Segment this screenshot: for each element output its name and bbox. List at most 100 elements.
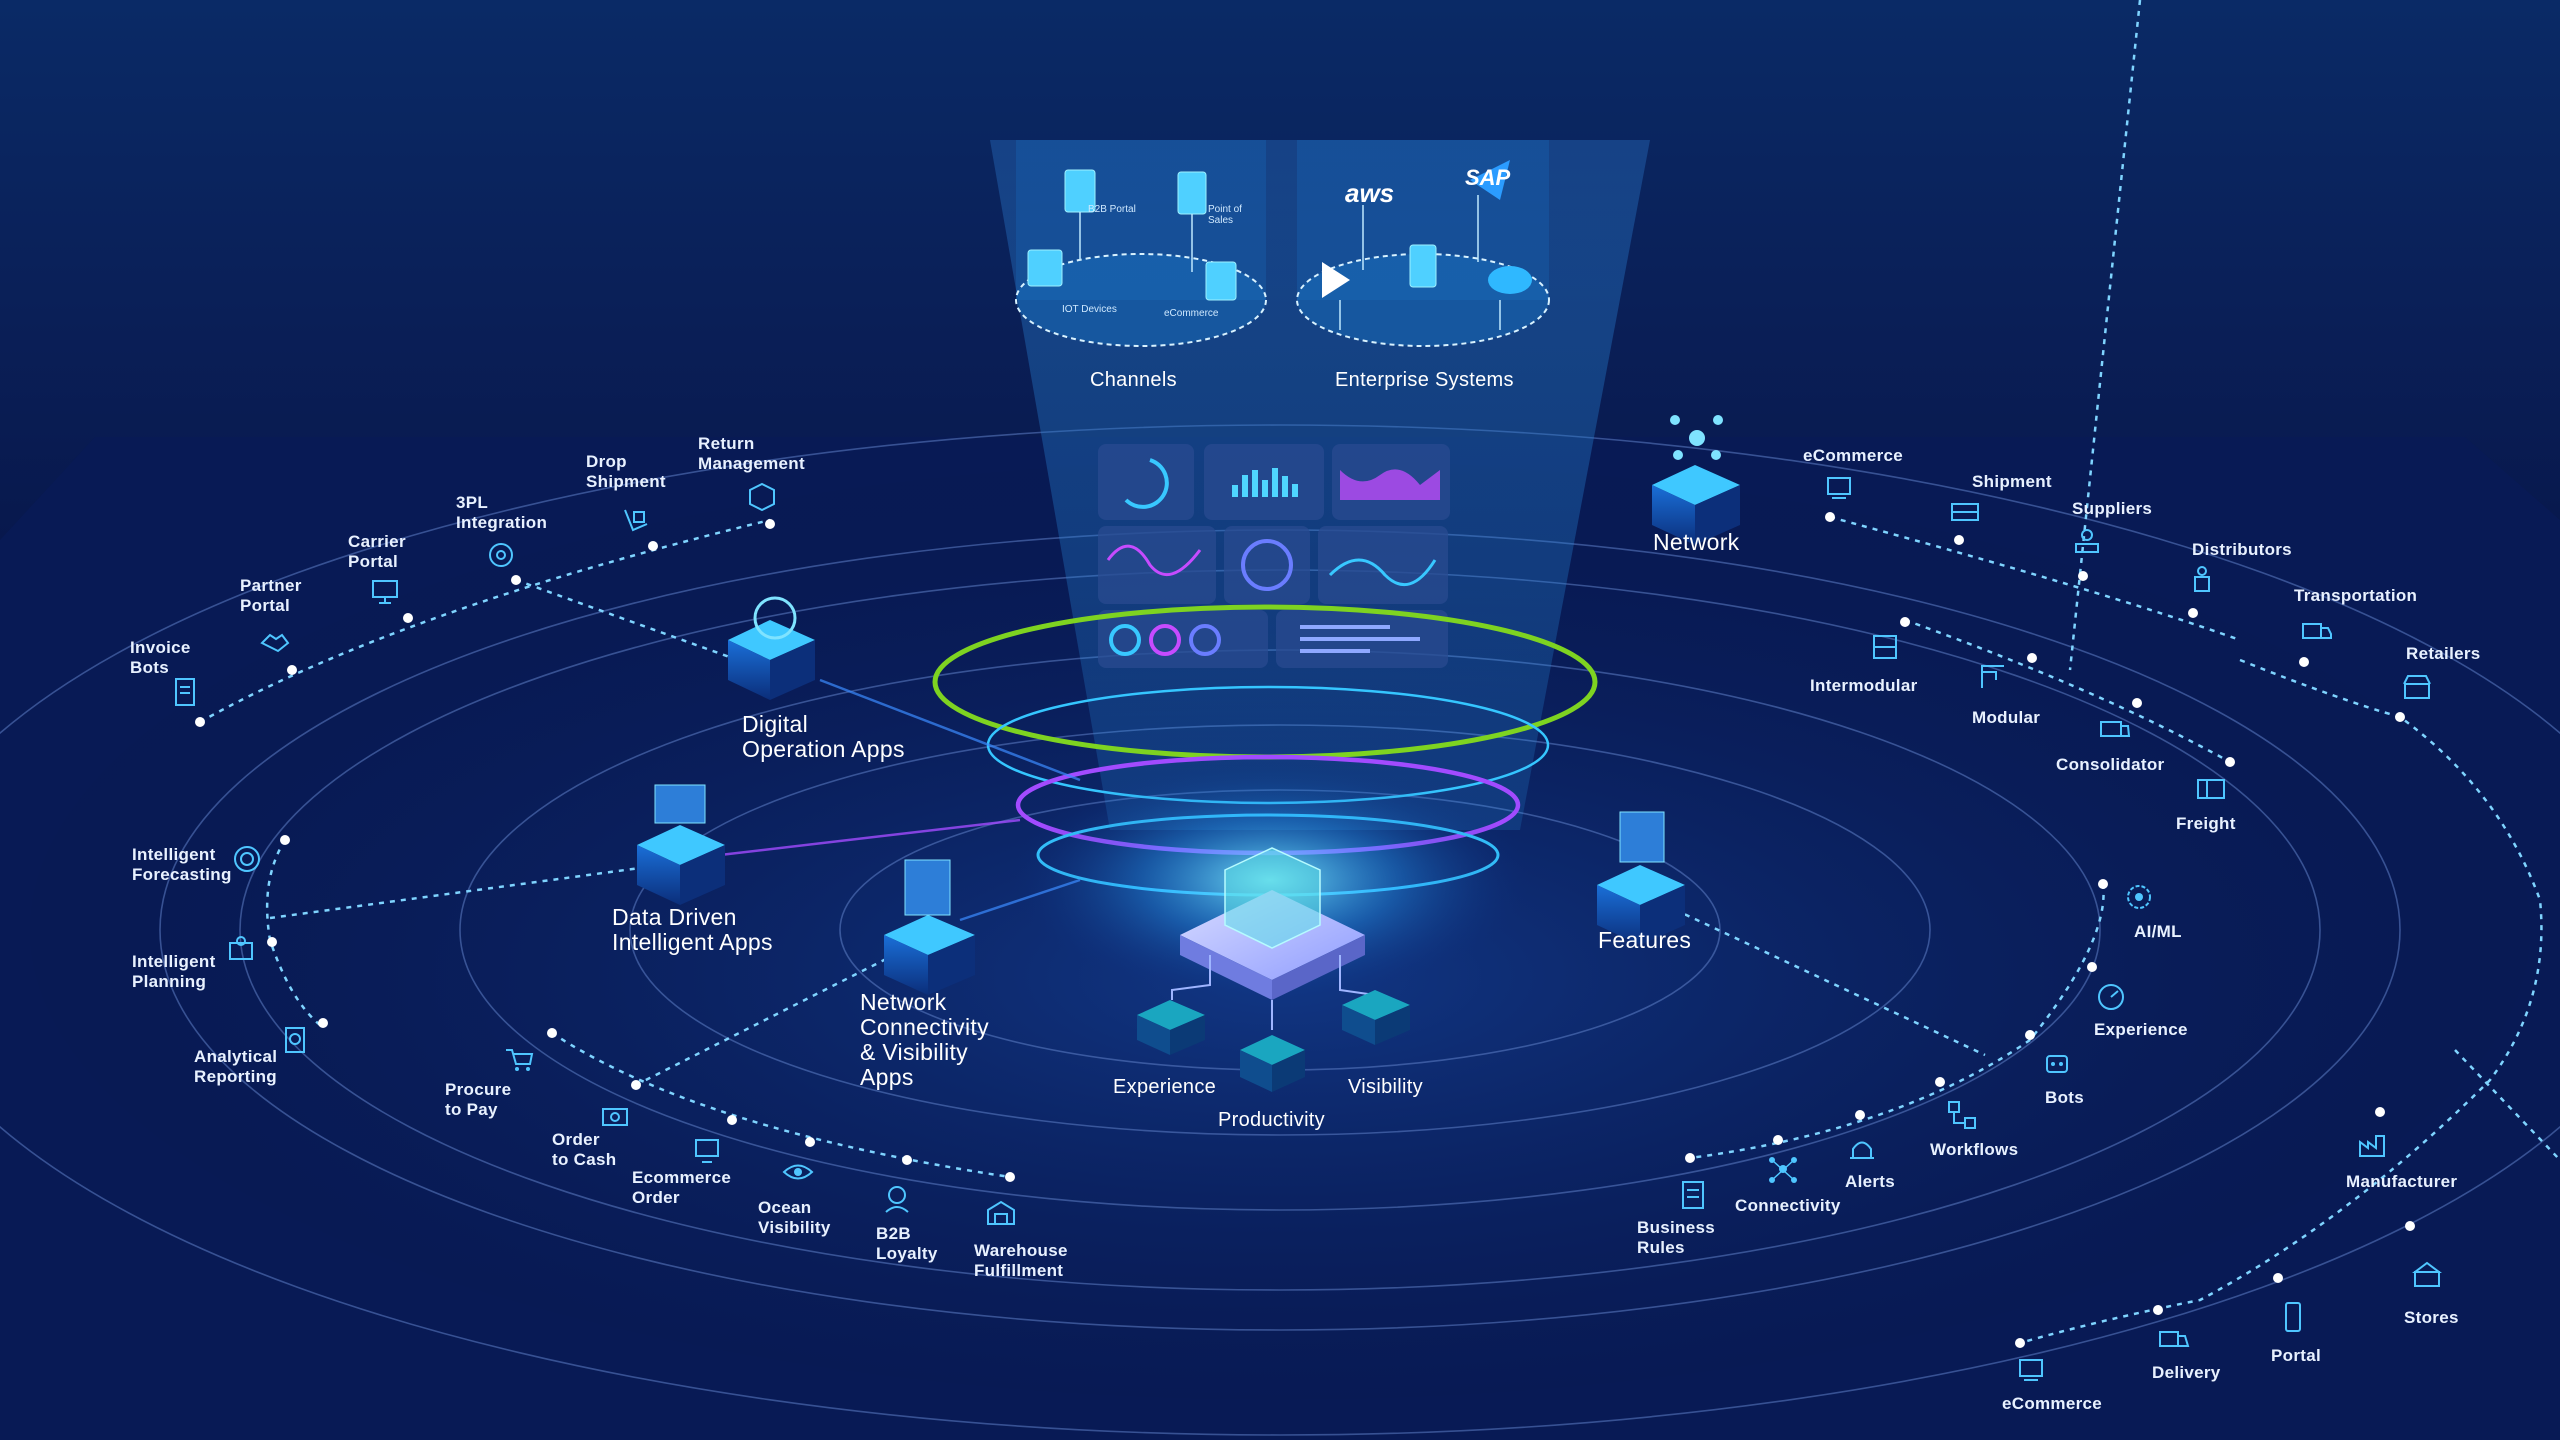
label-bots: Bots xyxy=(2045,1088,2084,1107)
sap-logo: SAP xyxy=(1465,165,1511,190)
label-retailers: Retailers xyxy=(2406,644,2481,663)
label-order-to-cash: Order to Cash xyxy=(552,1130,617,1169)
channels-label: Channels xyxy=(1090,369,1177,391)
label-analytical-reporting: Analytical Reporting xyxy=(194,1047,278,1086)
hub-label-network: Network xyxy=(1653,529,1740,555)
channels-platform xyxy=(1015,140,1267,347)
handshake-icon xyxy=(260,633,290,653)
forecast-icon xyxy=(234,846,260,872)
label-delivery: Delivery xyxy=(2152,1363,2221,1382)
label-carrier-portal: Carrier Portal xyxy=(348,532,406,571)
report-icon xyxy=(285,1027,305,1053)
connectivity-icon xyxy=(1769,1157,1797,1183)
monitor-icon xyxy=(372,580,398,604)
factory-icon xyxy=(2359,1135,2385,1157)
distributors-icon xyxy=(2194,566,2210,592)
label-business-rules: Business Rules xyxy=(1637,1218,1715,1257)
label-freight: Freight xyxy=(2176,814,2236,833)
label-workflows: Workflows xyxy=(1930,1140,2019,1159)
channel-item-ecommerce: eCommerce xyxy=(1164,308,1219,319)
hub-box-network xyxy=(1652,415,1740,545)
label-feature-experience: Experience xyxy=(2094,1020,2188,1039)
planning-icon xyxy=(229,936,253,960)
path-nodes xyxy=(195,512,2415,1348)
label-modular: Modular xyxy=(1972,708,2041,727)
label-drop-shipment: Drop Shipment xyxy=(586,452,666,491)
hub-label-digital-operation-apps: Digital Operation Apps xyxy=(742,711,905,762)
hub-boxes xyxy=(637,415,1740,995)
invoice-icon xyxy=(175,678,195,706)
label-intelligent-forecasting: Intelligent Forecasting xyxy=(132,845,232,884)
freight-icon xyxy=(2197,779,2225,799)
ai-brain-icon xyxy=(2127,885,2151,909)
truck-icon xyxy=(2302,623,2332,639)
label-transportation: Transportation xyxy=(2294,586,2418,605)
hub-label-data-driven-apps: Data Driven Intelligent Apps xyxy=(612,904,773,955)
ecommerce-icon xyxy=(1827,477,1851,499)
hub-box-features xyxy=(1597,811,1685,945)
hub-label-features: Features xyxy=(1598,927,1692,953)
label-bottom-ecommerce: eCommerce xyxy=(2002,1394,2103,1413)
label-consolidator: Consolidator xyxy=(2056,755,2165,774)
label-partner-portal: Partner Portal xyxy=(240,576,302,615)
bell-icon xyxy=(1850,1141,1874,1159)
warehouse-icon xyxy=(987,1200,1015,1225)
aws-logo: aws xyxy=(1345,178,1395,208)
gauge-icon xyxy=(2098,984,2124,1010)
integration-icon xyxy=(489,543,513,567)
label-ecommerce-order: Ecommerce Order xyxy=(632,1168,732,1207)
hub-box-network-connectivity xyxy=(884,859,975,995)
core-label-visibility: Visibility xyxy=(1348,1076,1423,1098)
cash-icon xyxy=(602,1108,628,1126)
dolly-icon xyxy=(624,509,648,532)
central-cube xyxy=(1180,847,1365,1000)
consolidator-truck-icon xyxy=(2100,721,2131,737)
loyalty-icon xyxy=(885,1186,909,1213)
rules-doc-icon xyxy=(1682,1181,1704,1209)
label-intelligent-planning: Intelligent Planning xyxy=(132,952,216,991)
enterprise-platform xyxy=(1296,140,1550,347)
label-3pl-integration: 3PL Integration xyxy=(456,493,548,532)
hub-box-digital-ops xyxy=(728,596,815,700)
label-shipment: Shipment xyxy=(1972,472,2052,491)
enterprise-systems-label: Enterprise Systems xyxy=(1335,369,1514,391)
hub-connections xyxy=(719,678,1081,922)
channel-item-b2b-portal: B2B Portal xyxy=(1088,204,1136,215)
label-ocean-visibility: Ocean Visibility xyxy=(758,1198,831,1237)
dashboard-panels xyxy=(1098,444,1450,668)
box-icon xyxy=(749,482,775,512)
label-return-management: Return Management xyxy=(698,434,805,473)
core-label-productivity: Productivity xyxy=(1218,1109,1325,1131)
workflow-icon xyxy=(1948,1101,1976,1129)
label-connectivity: Connectivity xyxy=(1735,1196,1841,1215)
store-icon xyxy=(2403,675,2431,699)
label-procure-to-pay: Procure to Pay xyxy=(445,1080,512,1119)
stores-icon xyxy=(2412,1261,2442,1287)
bottom-ecommerce-icon xyxy=(2019,1359,2043,1381)
label-portal: Portal xyxy=(2271,1346,2321,1365)
label-b2b-loyalty: B2B Loyalty xyxy=(876,1224,938,1263)
crane-icon xyxy=(1981,665,2004,688)
label-manufacturer: Manufacturer xyxy=(2346,1172,2458,1191)
ecommerce-order-icon xyxy=(695,1139,719,1163)
bot-icon xyxy=(2046,1055,2068,1073)
suppliers-icon xyxy=(2075,529,2099,553)
delivery-icon xyxy=(2159,1331,2190,1347)
hub-box-data-driven xyxy=(637,784,725,905)
label-invoice-bots: Invoice Bots xyxy=(130,638,191,677)
core-label-experience: Experience xyxy=(1113,1076,1217,1098)
intermodular-icon xyxy=(1873,635,1897,659)
label-warehouse-fulfillment: Warehouse Fulfillment xyxy=(974,1241,1068,1280)
label-alerts: Alerts xyxy=(1845,1172,1895,1191)
label-intermodular: Intermodular xyxy=(1810,676,1918,695)
label-distributors: Distributors xyxy=(2192,540,2292,559)
channel-item-iot-devices: IOT Devices xyxy=(1062,304,1117,315)
hub-label-network-connectivity-apps: Network Connectivity & Visibility Apps xyxy=(860,989,989,1090)
label-ai-ml: AI/ML xyxy=(2134,922,2182,941)
label-network-ecommerce: eCommerce xyxy=(1803,446,1904,465)
phone-icon xyxy=(2285,1302,2301,1332)
label-stores: Stores xyxy=(2404,1308,2459,1327)
eye-icon xyxy=(782,1164,814,1180)
